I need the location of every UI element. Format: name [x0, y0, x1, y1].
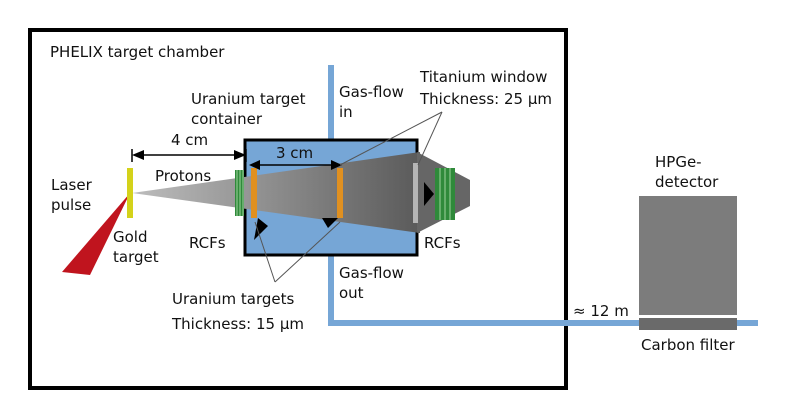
distance-12m-label: ≈ 12 m [573, 302, 629, 320]
gold-label-line1: Gold [113, 228, 148, 246]
carbon-filter-label: Carbon filter [641, 336, 736, 354]
dimension-4cm [131, 149, 247, 162]
rcfs-left-label: RCFs [189, 234, 226, 252]
gas-inlet-pipe [328, 65, 334, 140]
laser-label-line1: Laser [51, 176, 93, 194]
gold-target [127, 168, 133, 218]
uranium-target-2 [337, 168, 343, 218]
hpge-label-line1: HPGe- [655, 153, 702, 171]
gas-in-label-line2: in [339, 103, 353, 121]
window-label-line1: Titanium window [419, 68, 547, 86]
laser-label-line2: pulse [51, 196, 91, 214]
gas-in-label-line1: Gas-flow [339, 83, 404, 101]
proton-beam [132, 152, 420, 233]
container-label-line1: Uranium target [191, 90, 306, 108]
rcfs-right-label: RCFs [424, 234, 461, 252]
protons-label: Protons [155, 167, 211, 185]
laser-pulse [62, 193, 130, 275]
targets-label-line1: Uranium targets [172, 290, 295, 308]
hpge-detector [639, 196, 737, 315]
gas-outlet-pipe [328, 255, 334, 325]
leader-lines [254, 111, 443, 283]
hpge-label-line2: detector [655, 173, 719, 191]
rcf-stack-left [235, 170, 244, 216]
uranium-target-1 [251, 168, 257, 218]
arrow-target-1 [254, 218, 268, 240]
rcf-stack-right [435, 168, 455, 220]
beamline-pipe [328, 320, 758, 326]
targets-label-line2: Thickness: 15 µm [171, 315, 304, 333]
container-label-line2: container [191, 110, 263, 128]
dim-4cm-arrowhead-left [132, 150, 144, 160]
gold-label-line2: target [113, 248, 159, 266]
chamber-label: PHELIX target chamber [50, 43, 225, 61]
arrow-target-2 [322, 218, 338, 228]
carbon-filter [639, 318, 737, 330]
distance-3cm-label: 3 cm [276, 144, 313, 162]
titanium-window [413, 163, 418, 223]
dim-3cm-arrowhead-right [331, 160, 342, 170]
gas-out-label-line2: out [339, 284, 364, 302]
gas-out-label-line1: Gas-flow [339, 264, 404, 282]
arrow-rcf-right [424, 182, 434, 206]
window-label-line2: Thickness: 25 µm [419, 90, 552, 108]
dim-3cm-arrowhead-left [249, 160, 260, 170]
distance-4cm-label: 4 cm [171, 131, 208, 149]
dim-4cm-arrowhead-right [234, 150, 246, 160]
